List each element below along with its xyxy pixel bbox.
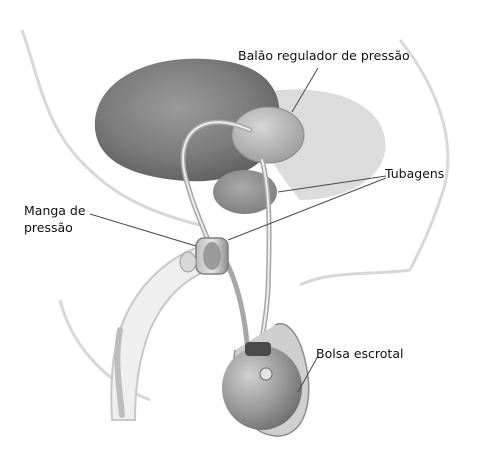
- pressure-balloon-label: Balão regulador de pressão: [238, 47, 410, 64]
- tubing-label: Tubagens: [385, 165, 444, 182]
- pressure-cuff-label: Manga de pressão: [24, 202, 86, 236]
- scrotal-pump-label: Bolsa escrotal: [316, 345, 403, 362]
- pressure-cuff-label-line2: pressão: [24, 219, 86, 236]
- pressure-cuff-label-line1: Manga de: [24, 202, 86, 219]
- pressure-balloon-shape: [232, 107, 304, 163]
